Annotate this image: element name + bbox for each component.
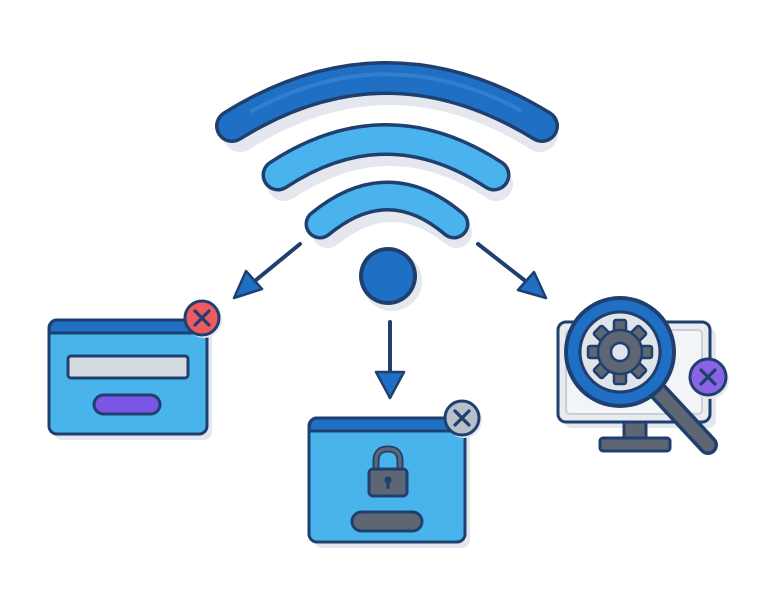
network-diagnostics-icon <box>556 296 729 455</box>
window-titlebar <box>307 416 467 433</box>
wifi-dot <box>359 247 422 311</box>
wifi-middle-arc <box>261 123 511 192</box>
arrow-down-right-icon <box>476 242 548 300</box>
arrow-down-left-icon <box>232 242 302 300</box>
login-form-window-icon <box>47 299 222 440</box>
gear-icon <box>586 318 654 386</box>
input-field <box>66 354 190 380</box>
padlock-icon <box>367 445 409 498</box>
login-button-shape <box>92 393 162 416</box>
status-bar-shape <box>350 510 424 533</box>
wifi-signal-icon <box>215 61 559 311</box>
locked-window-icon <box>307 399 482 548</box>
wifi-inner-arc <box>304 180 470 240</box>
close-icon <box>183 299 222 338</box>
arrow-down-icon <box>374 320 406 400</box>
window-titlebar <box>47 318 209 335</box>
wifi-outer-arc <box>215 61 559 143</box>
close-icon <box>443 399 482 438</box>
close-icon <box>688 357 729 399</box>
